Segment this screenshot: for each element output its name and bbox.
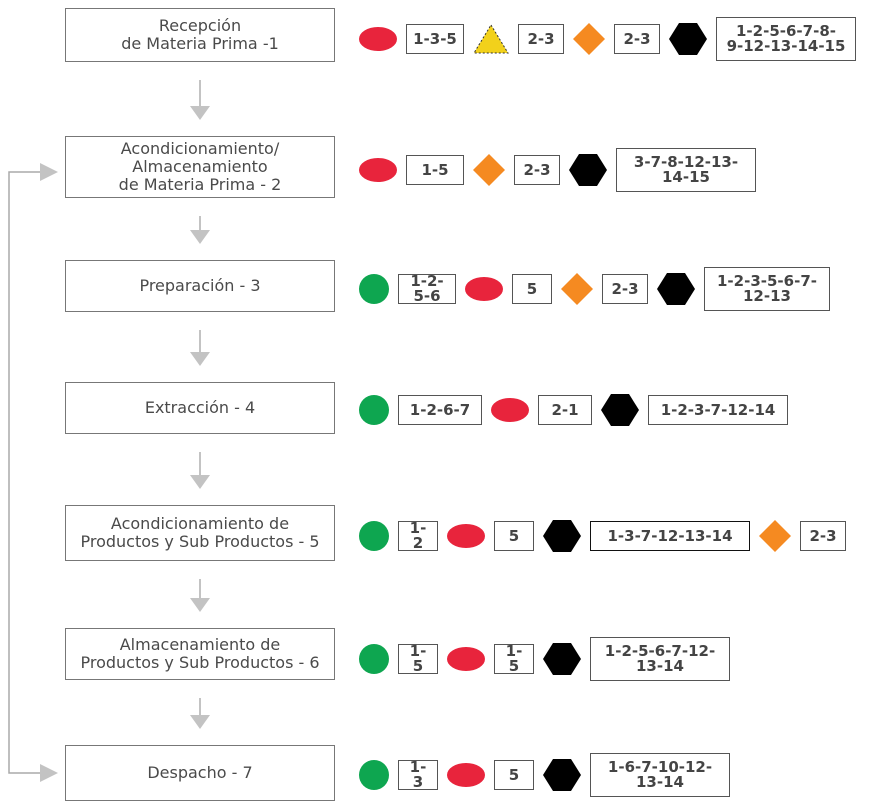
step-box: Preparación - 3 [65, 260, 335, 312]
oval-icon [491, 398, 529, 422]
circle-icon [359, 644, 389, 674]
code-label: 1-2-5-6-7-12- 13-14 [590, 637, 730, 681]
step-box: Recepción de Materia Prima -1 [65, 8, 335, 62]
step-box: Despacho - 7 [65, 745, 335, 801]
code-label: 1-5 [494, 644, 534, 674]
code-label: 2-3 [602, 274, 648, 304]
code-label: 1-2 [398, 521, 438, 551]
code-label: 1-3-7-12-13-14 [590, 521, 750, 551]
marker-row: 1-5 2-3 3-7-8-12-13- 14-15 [358, 147, 756, 193]
code-label: 1-2-5-6 [398, 274, 456, 304]
code-label: 1-3-5 [406, 24, 464, 54]
step-box: Acondicionamiento de Productos y Sub Pro… [65, 505, 335, 561]
code-label: 2-3 [518, 24, 564, 54]
hexagon-icon [569, 154, 607, 186]
code-label: 3-7-8-12-13- 14-15 [616, 148, 756, 192]
code-label: 1-5 [406, 155, 464, 185]
marker-row: 1-2-5-6 5 2-3 1-2-3-5-6-7- 12-13 [358, 266, 830, 312]
marker-row: 1-3-5 2-3 2-3 1-2-5-6-7-8- 9-12-13-14-15 [358, 16, 856, 62]
diamond-icon [759, 520, 791, 552]
circle-icon [359, 521, 389, 551]
code-label: 2-3 [800, 521, 846, 551]
hexagon-icon [601, 394, 639, 426]
hexagon-icon [669, 23, 707, 55]
hexagon-icon [543, 643, 581, 675]
marker-row: 1-2 5 1-3-7-12-13-14 2-3 [358, 513, 846, 559]
oval-icon [359, 27, 397, 51]
diamond-icon [561, 273, 593, 305]
code-label: 1-2-3-5-6-7- 12-13 [704, 267, 830, 311]
code-label: 5 [494, 760, 534, 790]
circle-icon [359, 395, 389, 425]
down-arrow [190, 698, 210, 729]
code-label: 1-5 [398, 644, 438, 674]
right-arrowhead [40, 163, 58, 181]
code-label: 5 [512, 274, 552, 304]
code-label: 2-1 [538, 395, 592, 425]
step-box: Acondicionamiento/ Almacenamiento de Mat… [65, 136, 335, 198]
code-label: 1-3 [398, 760, 438, 790]
marker-row: 1-3 5 1-6-7-10-12- 13-14 [358, 752, 730, 798]
down-arrow [190, 330, 210, 366]
oval-icon [447, 763, 485, 787]
code-label: 2-3 [614, 24, 660, 54]
down-arrow [190, 452, 210, 489]
hexagon-icon [543, 759, 581, 791]
circle-icon [359, 274, 389, 304]
diamond-icon [573, 23, 605, 55]
code-label: 1-6-7-10-12- 13-14 [590, 753, 730, 797]
hexagon-icon [543, 520, 581, 552]
code-label: 1-2-3-7-12-14 [648, 395, 788, 425]
marker-row: 1-2-6-7 2-1 1-2-3-7-12-14 [358, 387, 788, 433]
oval-icon [465, 277, 503, 301]
oval-icon [359, 158, 397, 182]
diamond-icon [473, 154, 505, 186]
oval-icon [447, 524, 485, 548]
code-label: 1-2-5-6-7-8- 9-12-13-14-15 [716, 17, 856, 61]
code-label: 1-2-6-7 [398, 395, 482, 425]
down-arrow [190, 579, 210, 612]
down-arrow [190, 80, 210, 120]
loop-connector [8, 163, 58, 782]
step-box: Almacenamiento de Productos y Sub Produc… [65, 628, 335, 680]
code-label: 2-3 [514, 155, 560, 185]
down-arrow [190, 216, 210, 244]
marker-row: 1-5 1-5 1-2-5-6-7-12- 13-14 [358, 636, 730, 682]
triangle-icon [473, 24, 509, 54]
code-label: 5 [494, 521, 534, 551]
circle-icon [359, 760, 389, 790]
oval-icon [447, 647, 485, 671]
step-box: Extracción - 4 [65, 382, 335, 434]
right-arrowhead [40, 764, 58, 782]
hexagon-icon [657, 273, 695, 305]
